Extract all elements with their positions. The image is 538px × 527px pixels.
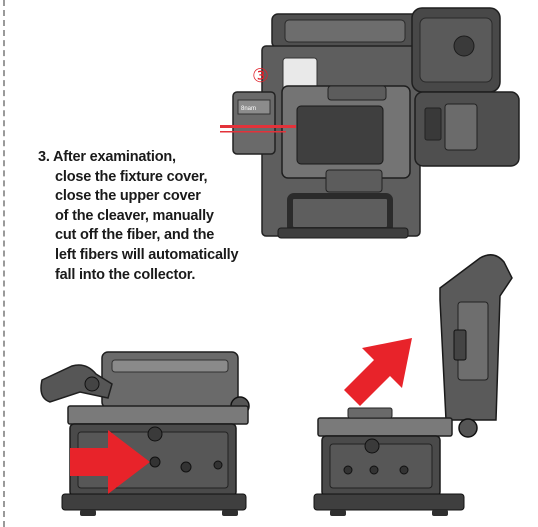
instruction-text: 3. After examination, close the fixture …	[38, 148, 268, 285]
instruction-line-7: fall into the collector.	[55, 266, 196, 283]
instruction-line-1: 3. After examination,	[38, 149, 176, 165]
lift-arrow-icon	[344, 338, 412, 406]
instruction-line-3: close the upper cover	[55, 188, 201, 205]
page-border-dashed	[3, 0, 5, 527]
instruction-line-6: left fibers will automatically	[55, 246, 239, 263]
device-label-text: 8nam	[241, 106, 256, 112]
instruction-line-5: cut off the fiber, and the	[55, 227, 215, 244]
cleaver-top-body	[220, 7, 520, 239]
step-number-marker: ③	[252, 66, 269, 87]
push-arrow-icon	[70, 430, 150, 494]
instruction-line-4: of the cleaver, manually	[55, 207, 214, 224]
instruction-line-2: close the fixture cover,	[55, 168, 208, 185]
